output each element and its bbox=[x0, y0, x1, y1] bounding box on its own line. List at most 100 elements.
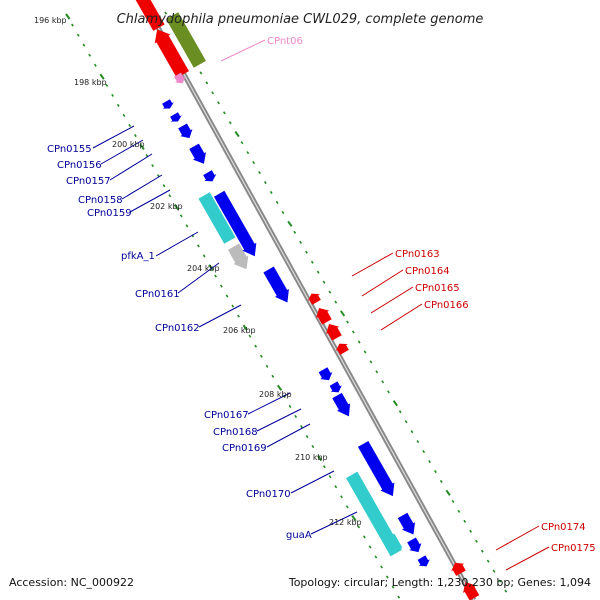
inner-track-tick bbox=[385, 575, 389, 579]
outer-track-tick bbox=[351, 330, 355, 334]
map-title: Chlamydophila pneumoniae CWL029, complet… bbox=[117, 12, 484, 27]
inner-track-tick bbox=[242, 324, 248, 331]
leader-line-18 bbox=[505, 546, 550, 571]
gene-label-cpn0157: CPn0157 bbox=[66, 176, 111, 187]
gene-label-cpnt06: CPnt06 bbox=[267, 36, 303, 47]
inner-track-tick bbox=[311, 445, 315, 449]
gene-cpn0164 bbox=[316, 308, 332, 325]
leader-line-13 bbox=[351, 252, 394, 277]
gene-label-cpn0168: CPn0168 bbox=[213, 427, 258, 438]
gene-label-cpn0167: CPn0167 bbox=[204, 410, 249, 421]
outer-track-tick bbox=[299, 240, 302, 244]
leader-line-15 bbox=[370, 286, 414, 314]
leader-line-14 bbox=[361, 269, 404, 297]
topology-text: Topology: circular; Length: 1,230,230 bp… bbox=[288, 576, 591, 589]
inner-track-tick bbox=[179, 214, 183, 218]
gene-cpn0169 bbox=[332, 392, 351, 417]
inner-track-tick bbox=[128, 123, 132, 128]
inner-track-tick bbox=[340, 495, 343, 499]
gene-label-cpn0166: CPn0166 bbox=[424, 300, 469, 311]
inner-track-tick bbox=[219, 284, 223, 288]
gene-label-cpn0159: CPn0159 bbox=[87, 208, 132, 219]
inner-track-tick bbox=[185, 224, 189, 228]
inner-track-tick bbox=[294, 414, 298, 419]
kbp-label-208: 208 kbp bbox=[259, 390, 292, 399]
inner-track-tick bbox=[374, 555, 378, 559]
gene-labels: CPn0155 CPn0156 CPn0157 CPn0158 CPn0159 … bbox=[47, 36, 596, 554]
outer-track-tick bbox=[234, 131, 240, 138]
gene-rrna bbox=[166, 12, 206, 68]
gene-label-cpn0158: CPn0158 bbox=[78, 195, 123, 206]
outer-track-tick bbox=[258, 170, 261, 175]
inner-track-tick bbox=[380, 565, 383, 569]
gene-cpn0172 bbox=[407, 537, 422, 553]
outer-track-tick bbox=[387, 390, 390, 394]
leader-line-8 bbox=[247, 392, 291, 415]
leader-line-2 bbox=[109, 153, 153, 181]
gene-features bbox=[135, 0, 480, 600]
inner-track-tick bbox=[317, 454, 323, 462]
outer-track-tick bbox=[275, 200, 279, 204]
outer-track-tick bbox=[222, 111, 226, 115]
gene-cpn0170 bbox=[357, 440, 395, 497]
gene-label-cpn0156: CPn0156 bbox=[57, 160, 102, 171]
inner-track-tick bbox=[237, 314, 240, 318]
inner-track-tick bbox=[71, 23, 74, 27]
outer-track-tick bbox=[480, 549, 484, 553]
leader-line-12 bbox=[310, 511, 358, 535]
inner-track-tick bbox=[202, 254, 206, 258]
leader-line-9 bbox=[256, 408, 302, 432]
inner-track-tick bbox=[173, 204, 180, 211]
inner-track-tick bbox=[196, 244, 200, 248]
kbp-label-210: 210 kbp bbox=[295, 453, 328, 462]
inner-track-tick bbox=[397, 595, 401, 599]
inner-track-tick bbox=[265, 364, 269, 368]
gene-label-cpn0175: CPn0175 bbox=[551, 543, 596, 554]
inner-track-tick bbox=[99, 73, 105, 80]
outer-track-tick bbox=[475, 539, 478, 543]
outer-track-tick bbox=[357, 340, 361, 344]
leader-line-10 bbox=[266, 423, 311, 448]
outer-track-tick bbox=[246, 151, 250, 155]
outer-track-tick bbox=[410, 430, 414, 434]
inner-track-tick bbox=[391, 585, 395, 589]
leader-line-16 bbox=[380, 303, 423, 331]
gene-cpn0166 bbox=[335, 343, 349, 355]
gene-cpn0175 bbox=[463, 582, 480, 600]
gene-cpn0174 bbox=[451, 562, 466, 576]
gene-cpn0167 bbox=[318, 367, 333, 381]
inner-track-tick bbox=[328, 475, 332, 479]
gene-cpn0173 bbox=[417, 555, 430, 567]
kbp-labels: 196 kbp 198 kbp 200 kbp 202 kbp 204 kbp … bbox=[34, 16, 362, 527]
outer-track-tick bbox=[498, 579, 502, 583]
gene-cpn0162 bbox=[263, 266, 289, 303]
inner-track-tick bbox=[300, 424, 303, 429]
label-leaders bbox=[92, 39, 550, 571]
inner-track-tick bbox=[116, 103, 120, 107]
inner-track-tick bbox=[248, 334, 252, 338]
outer-track-tick bbox=[375, 370, 379, 374]
leader-line-6 bbox=[177, 262, 220, 294]
gene-cpn0155 bbox=[162, 99, 174, 109]
leader-line-19 bbox=[220, 39, 266, 62]
kbp-label-202: 202 kbp bbox=[150, 202, 183, 211]
inner-track-tick bbox=[105, 83, 109, 87]
kbp-label-204: 204 kbp bbox=[187, 264, 220, 273]
outer-track-tick bbox=[164, 11, 168, 15]
inner-track-tick bbox=[122, 113, 126, 117]
accession-text: Accession: NC_000922 bbox=[9, 576, 134, 589]
outer-track-tick bbox=[457, 509, 461, 513]
outer-track-tick bbox=[363, 350, 367, 354]
gene-cpn0158 bbox=[189, 143, 207, 164]
outer-track-tick bbox=[316, 270, 320, 274]
outer-track-tick bbox=[334, 300, 338, 304]
kbp-label-196: 196 kbp bbox=[34, 16, 67, 25]
inner-track-tick bbox=[322, 465, 326, 469]
outer-track-tick bbox=[445, 489, 451, 496]
gene-cpn0157 bbox=[178, 123, 193, 139]
leader-line-1 bbox=[100, 139, 144, 165]
gene-guaa bbox=[346, 471, 402, 557]
outer-track-tick bbox=[428, 459, 431, 464]
outer-track-tick bbox=[398, 410, 402, 414]
